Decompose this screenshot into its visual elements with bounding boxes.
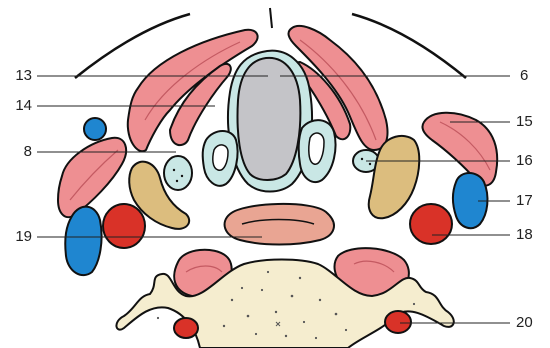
- nodule-dot: [181, 175, 183, 177]
- carotid-artery-right: [410, 204, 452, 244]
- vertebral-artery-right: [385, 311, 411, 333]
- label-16: 16: [516, 153, 546, 169]
- carotid-artery-left: [103, 204, 145, 248]
- nodule-dot: [176, 180, 178, 182]
- sternocleidomastoid-right: [422, 113, 497, 186]
- esophagus: [225, 204, 334, 245]
- label-18: 18: [516, 227, 546, 243]
- nodule-dot: [361, 158, 363, 160]
- jugular-vein-left: [65, 207, 101, 276]
- label-8: 8: [4, 144, 32, 160]
- small-vein-left: [84, 118, 106, 140]
- cartilage-nodule-left: [164, 156, 192, 190]
- nodule-dot: [173, 169, 175, 171]
- label-6: 6: [520, 68, 550, 84]
- label-20: 20: [516, 315, 546, 331]
- midline-fold: [270, 8, 272, 28]
- label-15: 15: [516, 114, 546, 130]
- label-19: 19: [4, 229, 32, 245]
- label-17: 17: [516, 193, 546, 209]
- label-13: 13: [4, 68, 32, 84]
- nodule-dot: [369, 163, 371, 165]
- skin-contour-right: [352, 14, 466, 78]
- label-14: 14: [4, 98, 32, 114]
- vertebral-artery-left: [174, 318, 198, 338]
